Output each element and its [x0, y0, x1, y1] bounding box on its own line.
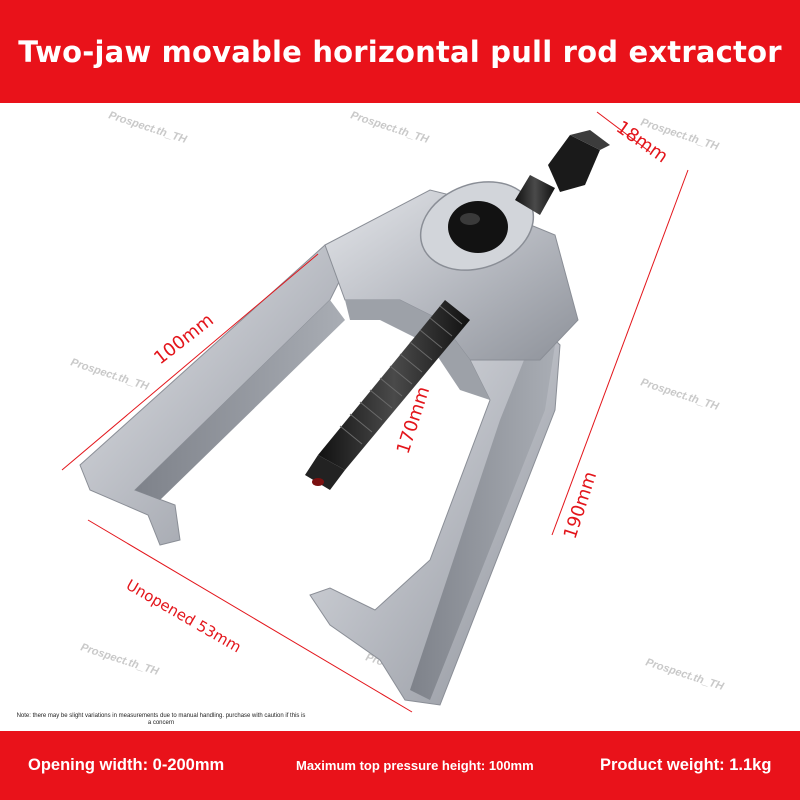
- pivot-pin: [448, 201, 508, 253]
- right-jaw: [309, 329, 561, 706]
- specs-banner: Opening width: 0-200mm Maximum top press…: [0, 731, 800, 800]
- product-image: Prospect.th_TH Prospect.th_TH Prospect.t…: [0, 103, 800, 730]
- watermark-text: Prospect.th_TH: [644, 656, 726, 693]
- screw-head: [515, 130, 610, 215]
- watermark-text: Prospect.th_TH: [639, 376, 721, 413]
- page-title: Two-jaw movable horizontal pull rod extr…: [18, 34, 782, 69]
- watermark-text: Prospect.th_TH: [349, 109, 431, 146]
- measurement-note: Note: there may be slight variations in …: [16, 713, 306, 726]
- dimension-lines: [61, 111, 689, 713]
- title-banner: Two-jaw movable horizontal pull rod extr…: [0, 0, 800, 103]
- watermark-text: Prospect.th_TH: [69, 356, 151, 393]
- yoke-body: [324, 181, 579, 400]
- extractor-illustration: Prospect.th_TH Prospect.th_TH Prospect.t…: [61, 109, 726, 713]
- left-jaw: [79, 244, 351, 546]
- spec-weight: Product weight: 1.1kg: [600, 756, 772, 774]
- dimension-total-length: 190mm: [560, 469, 601, 542]
- watermark-text: Prospect.th_TH: [107, 109, 189, 146]
- dimension-unopened: Unopened 53mm: [123, 576, 244, 656]
- watermark-text: Prospect.th_TH: [79, 641, 161, 678]
- threaded-screw: [305, 300, 470, 490]
- spec-max-pressure-height: Maximum top pressure height: 100mm: [296, 758, 534, 773]
- spec-opening-width: Opening width: 0-200mm: [28, 756, 225, 774]
